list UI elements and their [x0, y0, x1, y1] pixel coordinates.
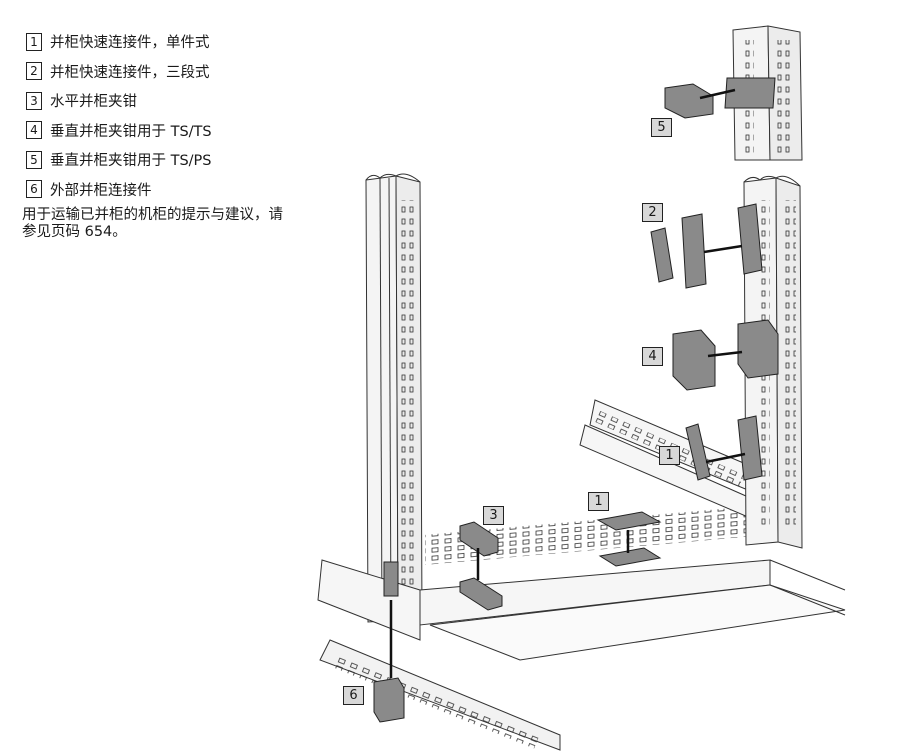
legend-number: 2 [26, 62, 42, 81]
part-3-clamp-loose [459, 521, 499, 557]
part-1-base-connector-mounted [598, 547, 662, 567]
legend-item-2: 2 并柜快速连接件，三段式 [26, 57, 296, 87]
part-1-base-connector-loose [596, 511, 662, 531]
transport-note: 用于运输已并柜的机柜的提示与建议，请参见页码 654。 [22, 207, 283, 240]
base-frame [317, 505, 846, 751]
part-5-clamp-mounted [724, 77, 776, 109]
legend-item-5: 5 垂直并柜夹钳用于 TS/PS [26, 145, 296, 175]
callout-1-upper: 1 [659, 446, 680, 465]
callout-1-lower: 1 [588, 492, 609, 511]
part-4-clamp-mounted [737, 319, 779, 379]
callout-2: 2 [642, 203, 663, 222]
part-5-clamp-loose [664, 83, 714, 119]
legend-item-1: 1 并柜快速连接件，单件式 [26, 27, 296, 57]
legend-item-6: 6 外部并柜连接件 [26, 175, 296, 205]
legend-label: 外部并柜连接件 [50, 182, 152, 199]
callout-6: 6 [343, 686, 364, 705]
legend-number: 1 [26, 32, 42, 51]
legend-label: 并柜快速连接件，三段式 [50, 64, 210, 81]
part-1-arrow [705, 452, 746, 464]
part-2-plate-b [681, 213, 707, 289]
part-4-arrow [707, 350, 743, 358]
callout-5: 5 [651, 118, 672, 137]
legend-label: 垂直并柜夹钳用于 TS/TS [50, 123, 212, 140]
part-3-clamp-mounted [459, 577, 503, 611]
callout-4: 4 [642, 347, 663, 366]
left-frame-post [365, 173, 423, 623]
part-2-arrow [703, 244, 743, 254]
part-5-arrow [699, 88, 736, 100]
legend-item-4: 4 垂直并柜夹钳用于 TS/TS [26, 116, 296, 146]
legend-label: 并柜快速连接件，单件式 [50, 35, 210, 52]
legend-label: 垂直并柜夹钳用于 TS/PS [50, 153, 212, 170]
legend-item-3: 3 水平并柜夹钳 [26, 86, 296, 116]
callout-3: 3 [483, 506, 504, 525]
legend: 1 并柜快速连接件，单件式 2 并柜快速连接件，三段式 3 水平并柜夹钳 4 垂直并柜夹… [26, 27, 296, 204]
part-2-plate-a [650, 227, 674, 283]
part-6-loose [373, 677, 405, 723]
part-2-mounted [737, 203, 763, 275]
legend-label: 水平并柜夹钳 [50, 94, 137, 111]
legend-number: 3 [26, 91, 42, 110]
legend-number: 5 [26, 150, 42, 169]
legend-number: 4 [26, 121, 42, 140]
part-1-connector-mounted [737, 415, 763, 481]
part-1-connector-loose [685, 423, 711, 481]
part-4-clamp-loose [672, 329, 716, 391]
legend-number: 6 [26, 180, 42, 199]
part-6-mounted [383, 561, 399, 597]
